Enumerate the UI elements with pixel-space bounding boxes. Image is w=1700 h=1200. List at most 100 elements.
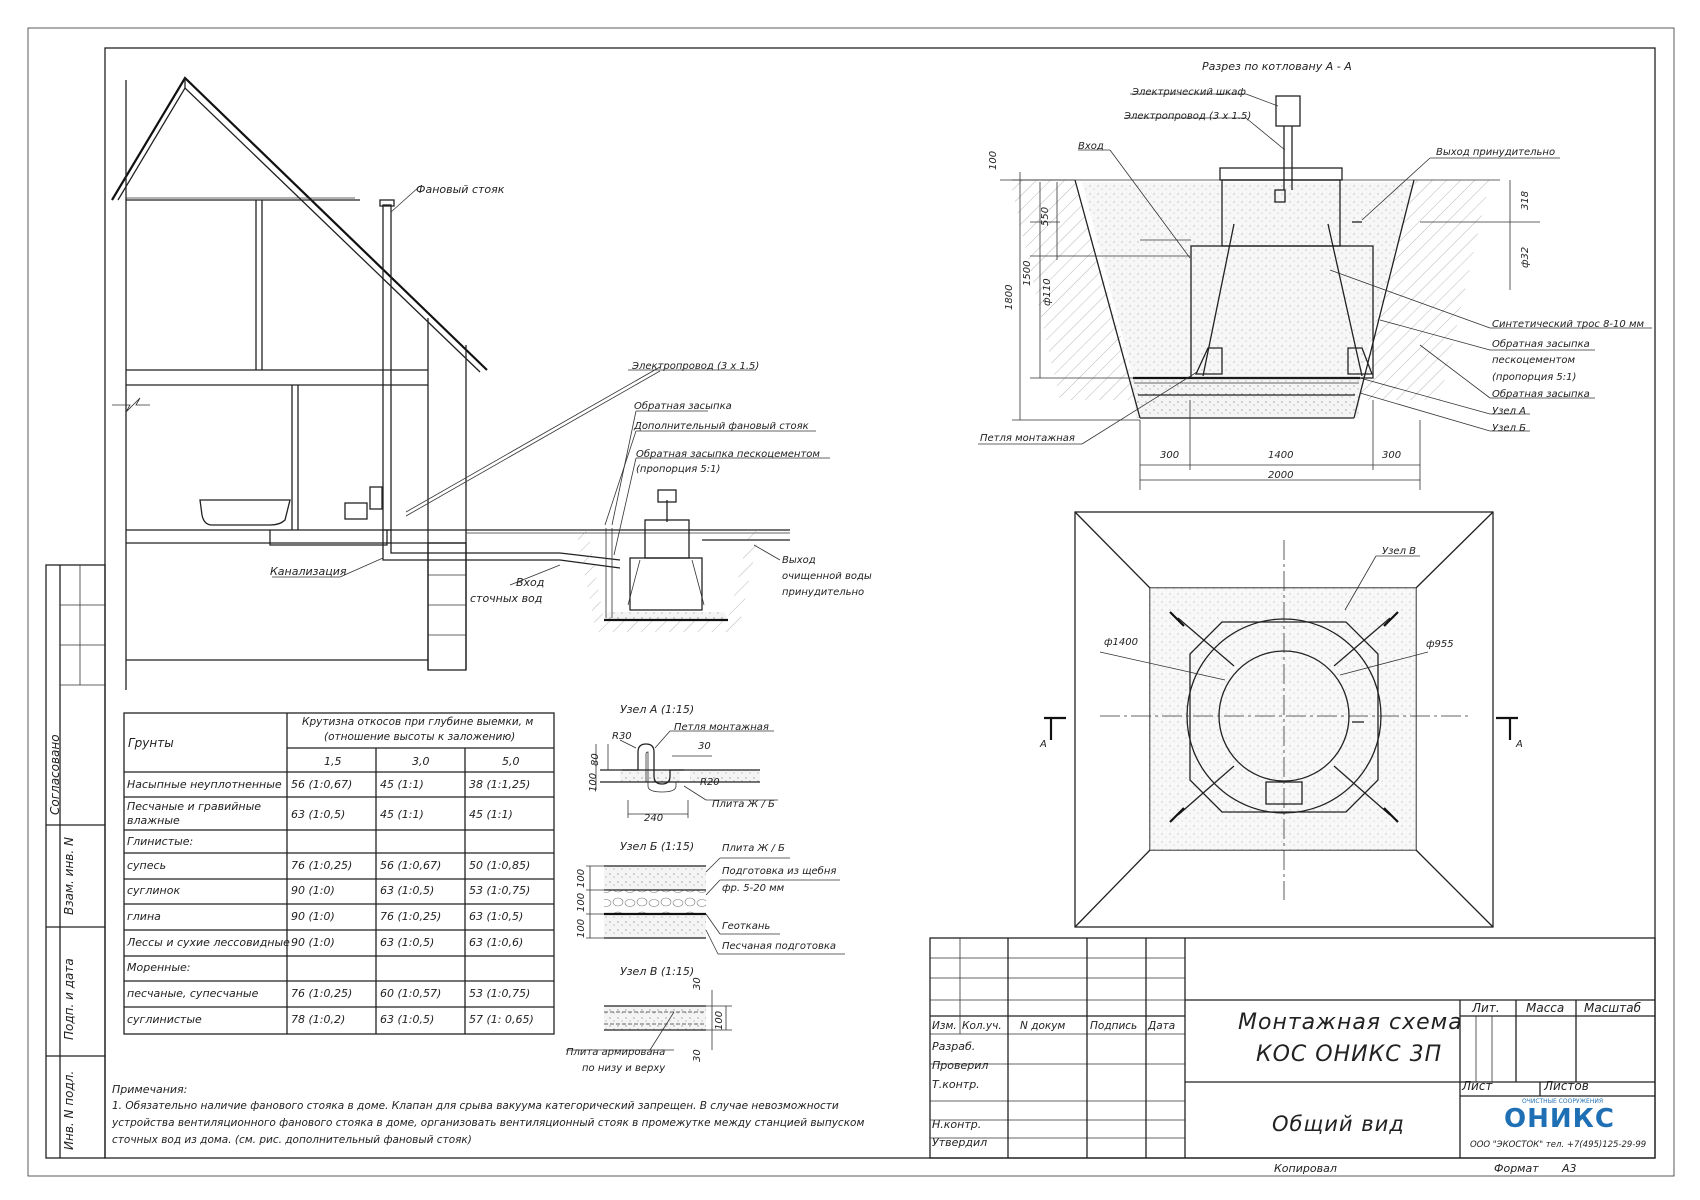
node-b-drawing	[586, 857, 845, 955]
node-a-r20: R20	[700, 777, 720, 788]
outer-frame	[27, 27, 1675, 1177]
house-section	[111, 76, 830, 690]
company-logo: ОЧИСТНЫЕ СООРУЖЕНИЯ ОНИКС	[1500, 1098, 1620, 1136]
logo-text: ОНИКС	[1504, 1104, 1615, 1134]
dim-2000: 2000	[1268, 470, 1294, 481]
table-cell: 76 (1:0,25)	[291, 859, 353, 872]
table-cell: 45 (1:1)	[380, 808, 424, 821]
node-b-plate: Плита Ж / Б	[722, 843, 785, 854]
table-cell: 56 (1:0,67)	[380, 859, 442, 872]
tb-list: Лист	[1462, 1079, 1493, 1093]
node-b-100a: 100	[576, 868, 587, 888]
table-cell: 63 (1:0,5)	[380, 936, 435, 949]
table-row-name: Глинистые:	[127, 835, 194, 848]
node-v-title: Узел В (1:15)	[620, 965, 695, 978]
node-b-gravel-1: Подготовка из щебня	[722, 866, 837, 877]
table-row-name: супесь	[127, 859, 167, 872]
section-title: Разрез по котловану А - А	[1202, 60, 1352, 73]
dim-d32: ф32	[1520, 246, 1531, 268]
node-v-plate-2: по низу и верху	[582, 1063, 666, 1074]
section-backfill-sc-1: Обратная засыпка	[1492, 339, 1590, 350]
tb-masshtab: Масштаб	[1584, 1001, 1642, 1015]
table-cell: 63 (1:0,5)	[380, 884, 435, 897]
tb-massa: Масса	[1526, 1001, 1565, 1015]
node-a-100: 100	[588, 772, 599, 792]
house-cable-label: Электропровод (3 x 1.5)	[632, 361, 760, 372]
outlet-label-1: Выход	[782, 555, 816, 566]
stack-label: Фановый стояк	[416, 183, 505, 196]
table-cell: 90 (1:0)	[291, 910, 335, 923]
stamp-podp: Подп. и дата	[62, 958, 76, 1040]
table-row-name: суглинок	[127, 884, 181, 897]
notes-title: Примечания:	[112, 1083, 188, 1096]
section-backfill-sc-3: (пропорция 5:1)	[1492, 372, 1577, 383]
inlet-label-2: сточных вод	[470, 592, 543, 605]
table-cell: 76 (1:0,25)	[291, 987, 353, 1000]
tb-lit: Лит.	[1472, 1001, 1500, 1015]
node-a-30: 30	[698, 741, 711, 752]
table-row-name: Песчаные и гравийные влажные	[127, 800, 262, 827]
node-b-100b: 100	[576, 892, 587, 912]
table-row-name: Моренные:	[127, 961, 191, 974]
outlet-label-3: принудительно	[782, 587, 865, 598]
node-v-30b: 30	[692, 1049, 703, 1062]
dim-1500: 1500	[1022, 260, 1033, 286]
node-v-100: 100	[714, 1010, 725, 1030]
dim-1800: 1800	[1004, 284, 1015, 310]
loop-label: Петля монтажная	[980, 433, 1075, 444]
node-b-title: Узел Б (1:15)	[620, 840, 695, 853]
outlet-label-2: очищенной воды	[782, 571, 872, 582]
table-cell: 38 (1:1,25)	[469, 778, 531, 791]
tb-subtitle: Общий вид	[1272, 1112, 1405, 1136]
table-header-slope-2: (отношение высоты к заложению)	[324, 731, 516, 743]
sewer-label: Канализация	[270, 565, 347, 578]
tb-data: Дата	[1148, 1020, 1176, 1032]
table-header-slope-1: Крутизна откосов при глубине выемки, м	[302, 716, 534, 728]
table-cell: 90 (1:0)	[291, 936, 335, 949]
tb-format: Формат	[1494, 1162, 1539, 1175]
node-b-sand: Песчаная подготовка	[722, 941, 837, 952]
table-cell: 56 (1:0,67)	[291, 778, 353, 791]
section-inlet-label: Вход	[1078, 141, 1104, 152]
node-b-gravel-2: фр. 5-20 мм	[722, 883, 785, 894]
table-row-name: Насыпные неуплотненные	[127, 778, 282, 791]
stamp-inv: Инв. N подл.	[62, 1070, 76, 1150]
dim-318: 318	[1520, 190, 1531, 210]
extra-stack-label: Дополнительный фановый стояк	[634, 421, 809, 432]
tb-podpis: Подпись	[1090, 1020, 1138, 1032]
dim-550: 550	[1040, 206, 1051, 226]
tb-listov: Листов	[1544, 1079, 1589, 1093]
node-a-80: 80	[590, 753, 601, 766]
section-outlet-label: Выход принудительно	[1436, 147, 1556, 158]
tb-razrab: Разраб.	[932, 1040, 976, 1053]
cut-right-label: А	[1516, 739, 1523, 750]
tb-izm: Изм.	[932, 1020, 957, 1032]
table-cell: 63 (1:0,5)	[380, 1013, 435, 1026]
node-v-drawing	[566, 990, 732, 1051]
rope-label: Синтетический трос 8-10 мм	[1492, 319, 1645, 330]
side-stamp	[45, 564, 106, 1159]
logo-caption: ОЧИСТНЫЕ СООРУЖЕНИЯ	[1522, 1098, 1604, 1105]
cut-left-label: А	[1040, 739, 1047, 750]
table-cell: 57 (1: 0,65)	[469, 1013, 534, 1026]
table-cell: 60 (1:0,57)	[380, 987, 442, 1000]
tb-nkontr: Н.контр.	[932, 1118, 982, 1131]
table-cell: 45 (1:1)	[380, 778, 424, 791]
depth-3: 5,0	[502, 755, 520, 768]
node-a-title: Узел А (1:15)	[620, 703, 695, 716]
table-cell: 45 (1:1)	[469, 808, 513, 821]
node-a-r30: R30	[612, 731, 632, 742]
table-cell: 63 (1:0,6)	[469, 936, 524, 949]
table-cell: 63 (1:0,5)	[469, 910, 524, 923]
tb-company: ООО "ЭКОСТОК" тел. +7(495)125-29-99	[1470, 1140, 1647, 1150]
cabinet-label: Электрический шкаф	[1132, 87, 1246, 98]
section-backfill-sc-2: пескоцементом	[1492, 355, 1576, 366]
notes-line3: сточных вод из дома. (см. рис. дополните…	[112, 1134, 472, 1146]
table-row-name: Лессы и сухие лессовидные	[127, 936, 290, 949]
table-header-soil: Грунты	[128, 736, 174, 750]
table-row-name: песчаные, супесчаные	[127, 987, 259, 1000]
table-cell: 78 (1:0,2)	[291, 1013, 346, 1026]
node-a-drawing	[595, 730, 778, 818]
house-backfill-sc-prop: (пропорция 5:1)	[636, 464, 721, 475]
